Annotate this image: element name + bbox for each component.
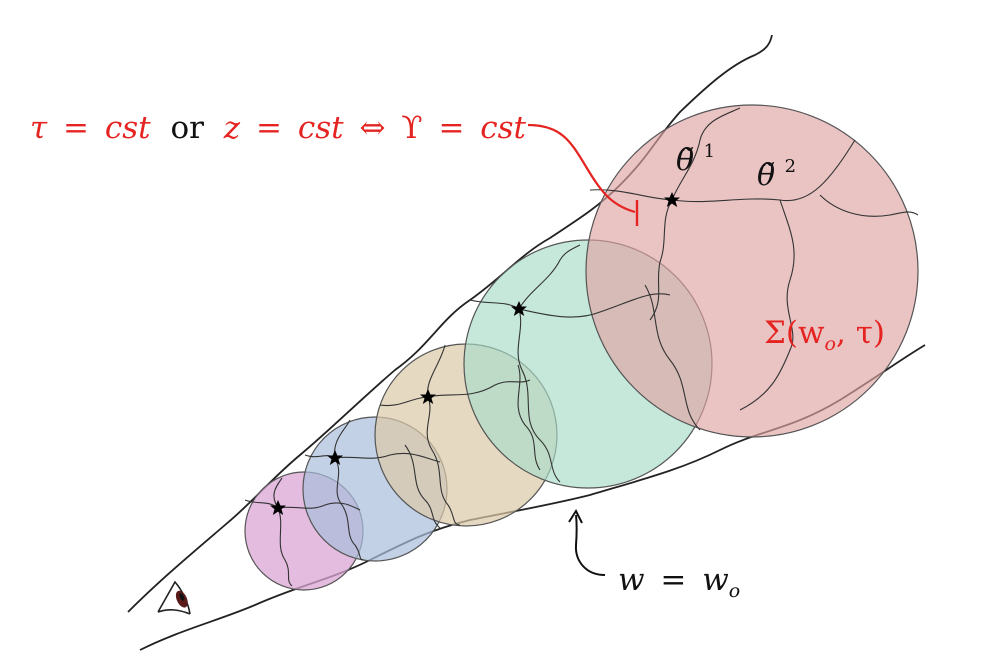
- theta1-label: θ̃ 1: [676, 141, 715, 178]
- star-icon: [327, 450, 343, 465]
- annotation-arrow: [527, 123, 636, 214]
- w-equals-wo-label: w = wo: [618, 562, 740, 602]
- constant-surface-annotation: τ = cst or z = cst ⇔ ϒ = cst: [30, 110, 527, 146]
- coord-line-tan-2: [379, 379, 531, 407]
- or-text: or: [170, 110, 204, 146]
- theta1-base: θ̃: [676, 143, 694, 178]
- star-icon: [420, 389, 436, 404]
- w-rhs: w: [702, 562, 729, 598]
- coord-line-blue-4: [404, 444, 441, 529]
- coord-line-purple-1: [277, 507, 293, 587]
- theta2-sup: 2: [785, 156, 796, 177]
- sigma-sub: o: [825, 333, 836, 355]
- coord-line-red-5: [819, 194, 919, 217]
- cst-text: cst: [480, 110, 526, 146]
- star-icon: [511, 301, 527, 316]
- theta2-label: θ̃ 2: [757, 156, 796, 193]
- theta1-sup: 1: [704, 141, 715, 162]
- star-icon: [664, 192, 680, 207]
- upsilon-symbol: ϒ: [401, 110, 422, 146]
- iff-symbol: ⇔: [359, 110, 385, 146]
- equals-sign: =: [438, 110, 464, 146]
- sigma-label: Σ(wo, τ): [764, 315, 885, 355]
- w-sub: o: [729, 580, 740, 602]
- coord-line-green-1: [517, 308, 561, 483]
- coord-line-blue-2: [304, 452, 441, 463]
- coord-line-tan-1: [426, 396, 461, 526]
- coord-line-green-2: [469, 293, 671, 318]
- w-pointer-arrowhead: [568, 508, 583, 524]
- equals-sign: =: [256, 110, 282, 146]
- sphere-red: [585, 104, 919, 438]
- star-markers: [270, 192, 680, 515]
- theta2-base: θ̃: [757, 158, 775, 193]
- eye-icon: [157, 580, 191, 615]
- coord-line-red-3: [671, 107, 741, 201]
- z-symbol: z: [223, 110, 241, 146]
- w-eq: =: [660, 562, 686, 598]
- star-icon: [270, 500, 286, 515]
- coord-line-red-4: [739, 199, 795, 411]
- cst-text: cst: [298, 110, 344, 146]
- coord-line-blue-1: [334, 457, 365, 561]
- coord-line-tan-4: [517, 364, 541, 471]
- cst-text: cst: [105, 110, 151, 146]
- coord-line-green-3: [518, 244, 581, 310]
- coord-line-purple-2: [244, 499, 361, 511]
- sigma-tail: , τ): [836, 315, 885, 351]
- coord-line-red-2: [589, 139, 856, 203]
- coordinate-lines: [244, 107, 919, 587]
- lightcone-upper-edge: [127, 34, 773, 613]
- tau-symbol: τ: [30, 110, 48, 146]
- w-pointer-arrow: [574, 514, 606, 576]
- w-lhs: w: [618, 562, 645, 598]
- sigma-head: Σ(w: [764, 315, 825, 351]
- spheres: [244, 104, 919, 591]
- equals-sign: =: [63, 110, 89, 146]
- coord-line-green-4: [644, 284, 701, 431]
- coord-line-red-1: [649, 199, 673, 321]
